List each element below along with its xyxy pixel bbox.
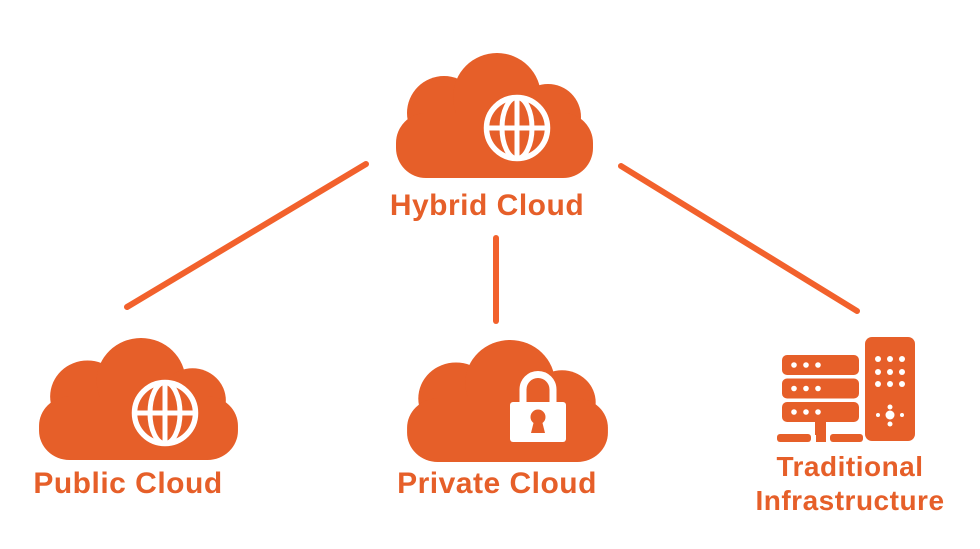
private-cloud-label: Private Cloud bbox=[397, 467, 597, 500]
traditional-infrastructure-label: Traditional Infrastructure bbox=[720, 450, 980, 518]
lock-icon bbox=[510, 371, 566, 442]
hybrid-cloud-label: Hybrid Cloud bbox=[389, 189, 585, 222]
private-cloud-shape bbox=[407, 340, 608, 462]
edge-hybrid-traditional bbox=[618, 163, 860, 314]
server-rack-icon bbox=[777, 337, 915, 442]
public-cloud-label: Public Cloud bbox=[33, 467, 223, 500]
globe-icon bbox=[131, 379, 199, 447]
globe-icon bbox=[483, 94, 551, 162]
traditional-label-line1: Traditional bbox=[776, 451, 924, 482]
edge-hybrid-public bbox=[124, 161, 369, 310]
traditional-label-line2: Infrastructure bbox=[755, 485, 945, 516]
